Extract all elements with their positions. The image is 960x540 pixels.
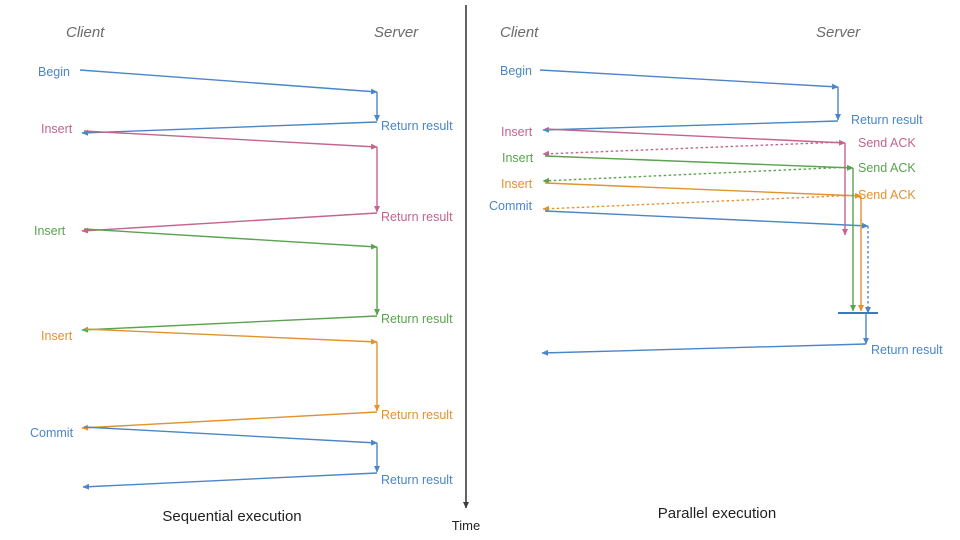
label-insert2-request: Insert [34, 224, 66, 238]
label-insert3-request: Insert [41, 329, 73, 343]
time-axis-label: Time [452, 518, 480, 533]
line-begin-return [542, 120, 839, 133]
message-begin-return: Return result [542, 113, 923, 133]
message-insert1-request: Insert [41, 122, 378, 150]
message-begin-return: Return result [81, 119, 453, 136]
label-insert3-ack: Send ACK [858, 188, 916, 202]
panel-caption-parallel: Parallel execution [658, 505, 776, 522]
label-insert2-return: Return result [381, 312, 453, 326]
line-insert1-ack [542, 141, 844, 157]
actor-label-server: Server [374, 24, 419, 41]
label-insert2-ack: Send ACK [858, 161, 916, 175]
line-insert2-request [544, 155, 854, 171]
message-insert2-request: Insert [34, 224, 378, 250]
message-insert2-return: Return result [81, 312, 453, 333]
label-insert1-return: Return result [381, 210, 453, 224]
time-divider-layer: Time [452, 5, 480, 533]
line-insert3-request [83, 328, 378, 345]
label-insert1-ack: Send ACK [858, 136, 916, 150]
actor-label-client: Client [66, 24, 105, 41]
label-begin-request: Begin [500, 64, 532, 78]
line-begin-request [539, 69, 839, 90]
message-insert1-return: Return result [81, 210, 453, 234]
message-begin-request: Begin [38, 65, 378, 95]
line-begin-request [79, 69, 378, 95]
message-commit-request: Commit [489, 199, 869, 229]
message-commit-request: Commit [30, 426, 378, 446]
line-insert1-request [83, 130, 378, 150]
line-insert1-request [544, 128, 846, 146]
message-insert3-request: Insert [41, 328, 378, 345]
line-begin-return [81, 121, 378, 136]
line-commit-request [83, 426, 378, 446]
message-commit-return: Return result [82, 472, 453, 490]
message-insert1-request: Insert [501, 125, 846, 146]
actor-label-server: Server [816, 24, 861, 41]
label-begin-return: Return result [851, 113, 923, 127]
line-insert2-ack [542, 166, 852, 184]
label-commit-return: Return result [871, 343, 943, 357]
label-begin-request: Begin [38, 65, 70, 79]
actor-label-client: Client [500, 24, 539, 41]
time-divider: Time [452, 5, 480, 533]
label-commit-request: Commit [30, 426, 74, 440]
line-commit-request [544, 210, 869, 229]
message-begin-request: Begin [500, 64, 839, 90]
message-insert2-request: Insert [502, 151, 854, 171]
message-insert1-ack: Send ACK [542, 136, 916, 157]
line-insert3-return [81, 411, 378, 431]
line-insert2-return [81, 315, 378, 333]
panel-caption-sequential: Sequential execution [162, 508, 301, 525]
label-commit-return: Return result [381, 473, 453, 487]
label-insert3-return: Return result [381, 408, 453, 422]
message-insert3-request: Insert [501, 177, 862, 199]
message-insert3-ack: Send ACK [542, 188, 916, 212]
label-insert1-request: Insert [501, 125, 533, 139]
line-insert3-request [544, 182, 862, 199]
line-commit-return [541, 343, 867, 356]
label-insert3-request: Insert [501, 177, 533, 191]
message-insert3-return: Return result [81, 408, 453, 431]
message-commit-return: Return result [541, 343, 943, 357]
label-insert2-request: Insert [502, 151, 534, 165]
line-insert1-return [81, 212, 378, 234]
line-insert2-request [83, 228, 378, 250]
label-begin-return: Return result [381, 119, 453, 133]
line-commit-return [82, 472, 378, 490]
label-commit-request: Commit [489, 199, 533, 213]
label-insert1-request: Insert [41, 122, 73, 136]
message-insert2-ack: Send ACK [542, 161, 916, 184]
line-insert3-ack [542, 194, 860, 212]
